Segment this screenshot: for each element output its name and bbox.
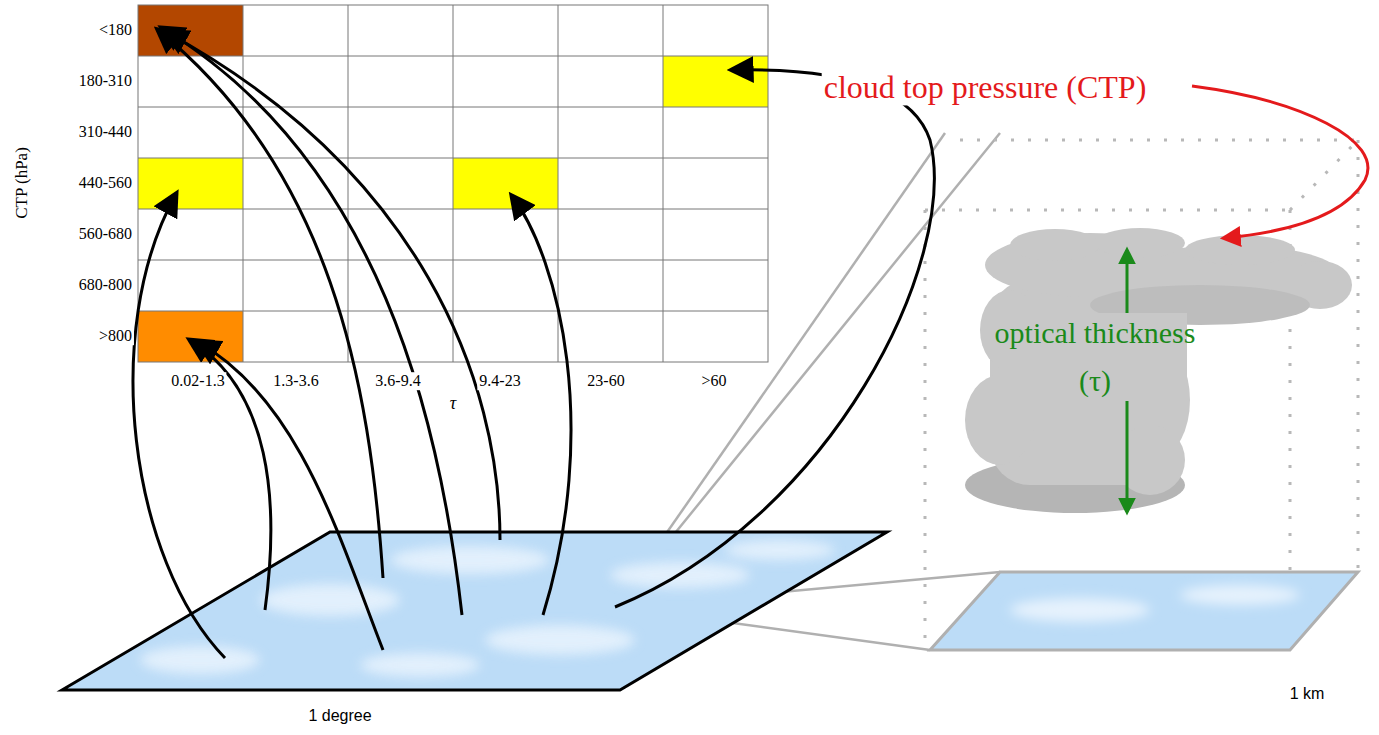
histogram-grid — [138, 5, 768, 362]
ctp-pointer — [1192, 86, 1368, 238]
column-label: >60 — [699, 372, 728, 390]
column-label: 23-60 — [585, 372, 626, 390]
axis-title: τ — [448, 394, 458, 414]
row-label: 310-440 — [77, 123, 134, 141]
row-label: 440-560 — [77, 174, 134, 192]
pixel-column — [925, 140, 1358, 650]
annotation: cloud top pressure (CTP) — [822, 70, 1149, 105]
row-label: 180-310 — [77, 72, 134, 90]
row-label: <180 — [97, 21, 134, 39]
binning-arrows — [133, 28, 934, 658]
row-label: 680-800 — [77, 276, 134, 294]
column-label: 1.3-3.6 — [271, 372, 320, 390]
scale-label: 1 degree — [306, 707, 373, 725]
row-label: >800 — [97, 327, 134, 345]
scale-label: 1 km — [1288, 685, 1327, 703]
annotation: optical thickness (τ) — [983, 309, 1207, 405]
grid-box-region — [62, 532, 887, 690]
column-label: 0.02-1.3 — [169, 372, 226, 390]
axis-title: CTP (hPa) — [13, 145, 32, 221]
cloud — [965, 228, 1352, 513]
column-label: 9.4-23 — [477, 372, 522, 390]
column-label: 3.6-9.4 — [373, 372, 422, 390]
row-label: 560-680 — [77, 225, 134, 243]
